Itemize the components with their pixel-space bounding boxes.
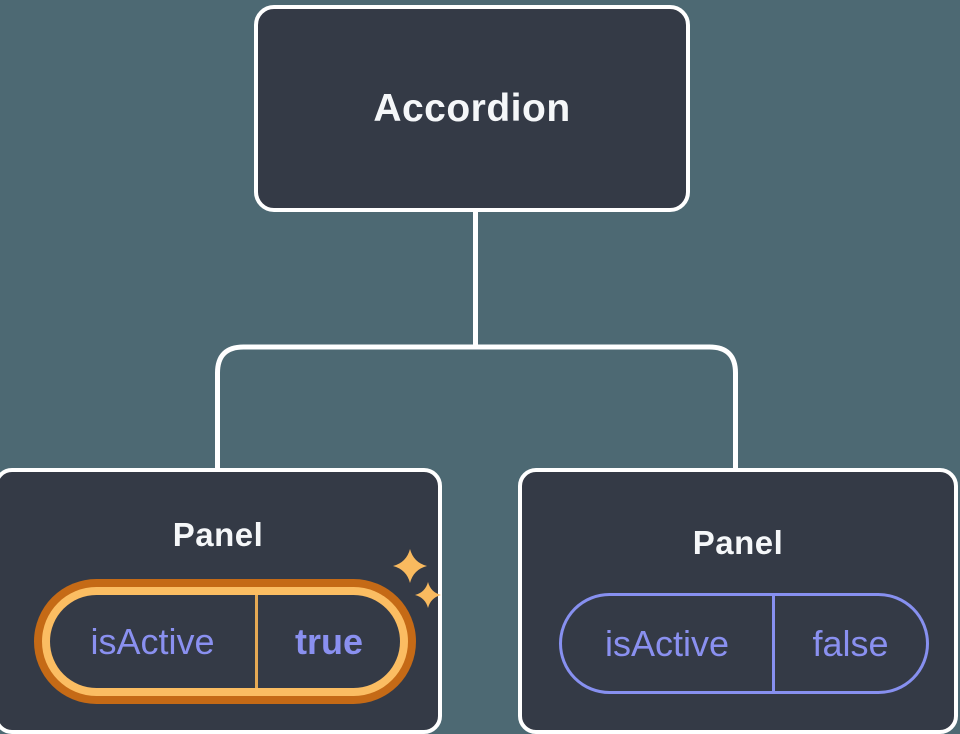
prop-value-label: false [812, 622, 889, 664]
pill-divider [772, 596, 775, 691]
panel-node-active: Panel isActive true [0, 468, 442, 734]
pill-divider [255, 595, 258, 688]
prop-pill: isActive false [559, 593, 929, 694]
panel-title: Panel [692, 524, 784, 561]
prop-name-label: isActive [604, 622, 730, 664]
prop-pill-body: isActive true [50, 595, 400, 688]
prop-pill-highlight-ring: isActive true [42, 587, 408, 696]
connector-bracket [215, 344, 738, 476]
accordion-node: Accordion [254, 5, 690, 212]
accordion-node-label: Accordion [373, 86, 571, 130]
prop-name-label: isActive [90, 620, 215, 662]
panel-title: Panel [172, 516, 264, 553]
sparkles-icon [393, 549, 441, 608]
sparkle-small [415, 582, 441, 608]
prop-value-label: true [294, 620, 363, 662]
sparkle-large [393, 549, 427, 583]
panel-node-inactive: Panel isActive false [518, 468, 958, 734]
prop-pill-highlighted: isActive true [34, 579, 416, 704]
